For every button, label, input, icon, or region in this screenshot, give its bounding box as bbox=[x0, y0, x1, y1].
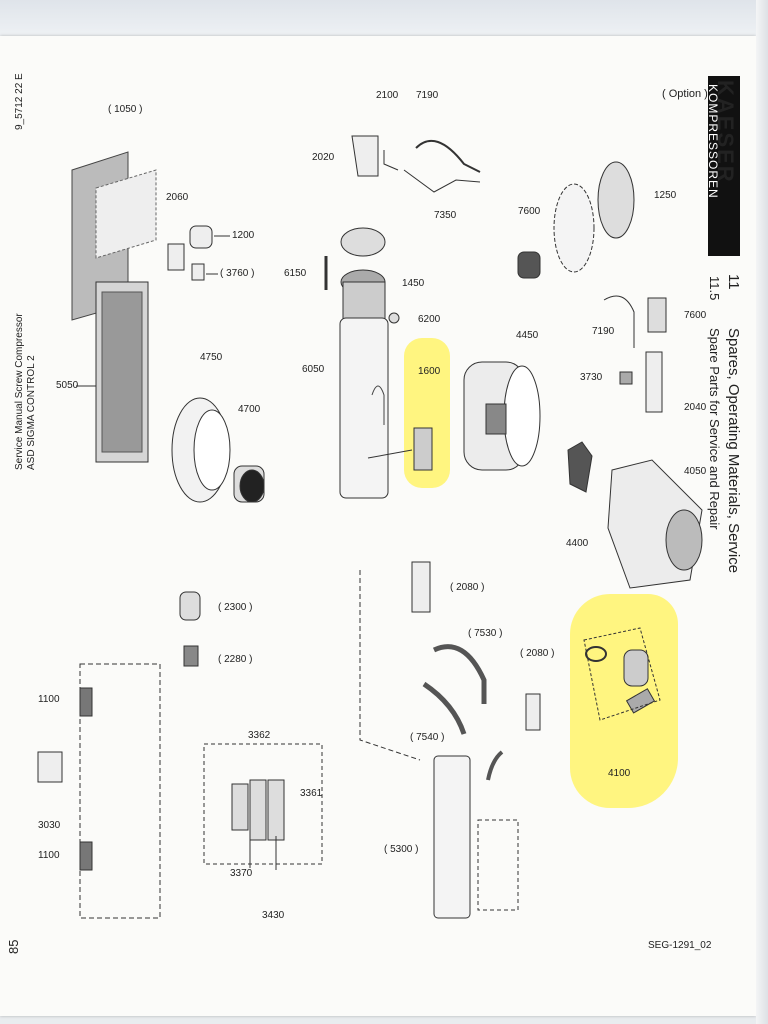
section-title: Spare Parts for Service and Repair bbox=[707, 328, 722, 530]
part-3030-controller bbox=[37, 751, 63, 783]
drawing-ref: SEG-1291_02 bbox=[648, 940, 712, 951]
part-1100-filter-bottom bbox=[79, 841, 93, 871]
manual-title: Service Manual Screw Compressor bbox=[14, 313, 25, 470]
part-3730-nipple bbox=[619, 371, 633, 385]
part-2300-switch bbox=[179, 591, 201, 621]
part-label: ( 5300 ) bbox=[384, 844, 419, 855]
part-4400-coupling bbox=[567, 441, 593, 493]
part-label: 4400 bbox=[566, 538, 589, 549]
page-number: 85 bbox=[6, 939, 21, 954]
part-label: ( 2080 ) bbox=[520, 648, 555, 659]
part-2280-sensor bbox=[183, 645, 199, 667]
part-label: ( 7540 ) bbox=[410, 732, 445, 743]
part-6200-ring bbox=[388, 312, 400, 324]
part-label: 1100 bbox=[38, 850, 60, 861]
part-label: 5050 bbox=[56, 380, 79, 391]
part-label: 3430 bbox=[262, 910, 285, 921]
part-5050-cooler bbox=[76, 281, 149, 463]
chapter-title: Spares, Operating Materials, Service bbox=[725, 328, 742, 574]
part-4450-main-motor bbox=[463, 361, 541, 471]
part-label: 4050 bbox=[684, 466, 707, 477]
part-label: 3030 bbox=[38, 820, 61, 831]
brand-sub: KOMPRESSOREN bbox=[706, 84, 720, 199]
part-label: 2040 bbox=[684, 402, 707, 413]
chapter-number: 11 bbox=[725, 274, 742, 290]
part-label: 6200 bbox=[418, 314, 441, 325]
part-label: 6050 bbox=[302, 364, 325, 375]
part-label: 4750 bbox=[200, 352, 223, 363]
part-1600-component bbox=[413, 427, 433, 471]
part-2080-block bbox=[411, 561, 431, 613]
highlight-4100 bbox=[570, 594, 678, 808]
part-label: 1200 bbox=[232, 230, 255, 241]
part-4100-service-kit bbox=[583, 627, 661, 721]
part-7530-hose bbox=[432, 644, 487, 704]
scan-right-edge bbox=[756, 0, 768, 1024]
part-label: 1250 bbox=[654, 190, 677, 201]
part-2040-valve bbox=[645, 351, 663, 413]
part-label: ( 2300 ) bbox=[218, 602, 253, 613]
part-3760-valve bbox=[191, 263, 205, 281]
part-label: 4700 bbox=[238, 404, 261, 415]
part-1200-cylinder bbox=[189, 225, 213, 249]
part-label: 4450 bbox=[516, 330, 539, 341]
option-label: ( Option ) bbox=[662, 88, 708, 100]
part-label: 7190 bbox=[592, 326, 615, 337]
part-2060-block bbox=[167, 243, 185, 271]
part-label: 4100 bbox=[608, 768, 631, 779]
part-2100-fitting bbox=[383, 150, 399, 171]
kaeser-logo: KAESER KOMPRESSOREN bbox=[706, 76, 740, 256]
part-label: 2060 bbox=[166, 192, 189, 203]
part-label: 7190 bbox=[416, 90, 439, 101]
section-number: 11.5 bbox=[707, 276, 722, 301]
part-label: 7600 bbox=[518, 206, 541, 217]
part-5300-cooler bbox=[433, 755, 471, 919]
part-label: 3370 bbox=[230, 868, 253, 879]
part-label: 7600 bbox=[684, 310, 707, 321]
part-4050-airend bbox=[607, 459, 703, 589]
part-2080-block-b bbox=[525, 693, 541, 731]
part-7600-spring bbox=[647, 297, 667, 333]
part-label: 6150 bbox=[284, 268, 307, 279]
part-1100-filter-top bbox=[79, 687, 93, 717]
part-1250-filter bbox=[597, 161, 635, 239]
part-label: 3361 bbox=[300, 788, 323, 799]
part-label: 2100 bbox=[376, 90, 399, 101]
doc-number: 9_5712 22 E bbox=[14, 73, 25, 130]
part-7600-element bbox=[517, 251, 541, 279]
part-3362-cabinet bbox=[203, 743, 323, 865]
part-label: ( 7530 ) bbox=[468, 628, 503, 639]
part-label: 1450 bbox=[402, 278, 425, 289]
part-label: ( 3760 ) bbox=[220, 268, 255, 279]
part-2020-valve bbox=[351, 135, 379, 177]
part-label: ( 2280 ) bbox=[218, 654, 253, 665]
part-7350-line bbox=[403, 169, 481, 193]
part-label: ( 1050 ) bbox=[108, 104, 143, 115]
scan-top-background bbox=[0, 0, 768, 36]
part-6050-separator-tank bbox=[339, 227, 389, 499]
part-7190-pipe bbox=[603, 295, 635, 348]
part-label: ( 2080 ) bbox=[450, 582, 485, 593]
manual-model: ASD SIGMA CONTROL 2 bbox=[26, 355, 37, 470]
part-label: 3730 bbox=[580, 372, 603, 383]
part-1050-filter-mat bbox=[71, 151, 157, 321]
part-label: 1100 bbox=[38, 694, 60, 705]
part-label: 2020 bbox=[312, 152, 335, 163]
part-7190-hose bbox=[415, 139, 481, 173]
part-label: 7350 bbox=[434, 210, 457, 221]
part-7540-hose bbox=[422, 681, 467, 735]
part-label: 1600 bbox=[418, 366, 441, 377]
part-label: 3362 bbox=[248, 730, 271, 741]
